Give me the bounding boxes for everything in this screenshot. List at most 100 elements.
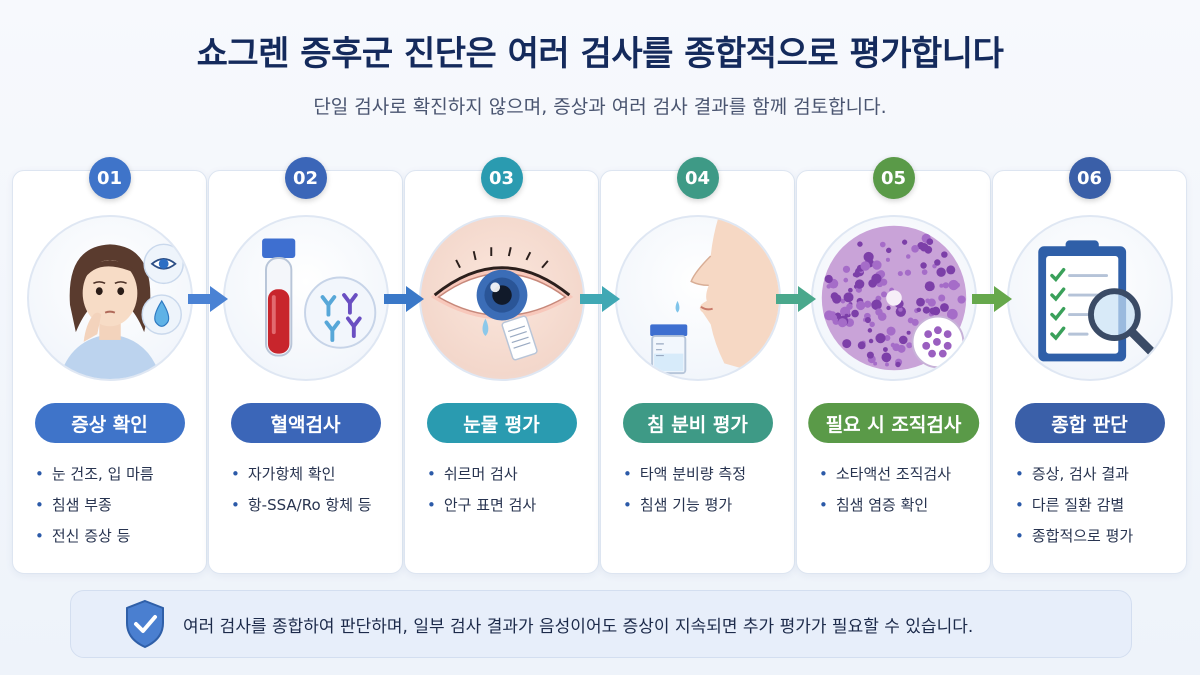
tissue-cell [855,300,865,311]
eye-tear-strip-icon [418,215,585,381]
woman-dry-eye-mouth-icon [26,215,193,381]
tissue-cell [905,342,912,349]
bullet-item: •눈 건조, 입 마름 [35,465,154,483]
bullet-item: •소타액선 조직검사 [819,465,952,483]
tissue-cell [904,269,911,276]
tissue-cell [924,298,930,304]
step-bullets-6: •증상, 검사 결과 •다른 질환 감별 •종합적으로 평가 [1015,459,1178,552]
tissue-cell [879,241,886,248]
tissue-cell [956,295,966,304]
tissue-cell [850,309,859,318]
page-subtitle: 단일 검사로 확진하지 않으며, 증상과 여러 검사 결과를 함께 검토합니다. [313,96,887,118]
bullet-item: •종합적으로 평가 [1015,527,1134,545]
step-label-4: 침 분비 평가 [622,403,773,443]
step-number-4: 04 [676,157,719,199]
step-bullets-4: •타액 분비량 측정 •침샘 기능 평가 [623,459,786,521]
tissue-cell [940,251,948,258]
tissue-cell [868,338,873,344]
tissue-cell [954,282,960,288]
tissue-cell [844,313,849,318]
bullet-item: •안구 표면 검사 [427,496,537,514]
arrow-right-icon [580,286,620,312]
tissue-cell [933,259,941,266]
step-label-2: 혈액검사 [230,403,381,443]
bullet-item: •타액 분비량 측정 [623,465,746,483]
arrow-right-icon [776,286,816,312]
tissue-cell [866,351,874,359]
tissue-cell [901,239,907,245]
step-label-5: 필요 시 조직검사 [807,403,980,443]
tissue-cell [830,292,838,301]
tissue-cell [919,242,928,252]
tissue-cell [885,247,891,254]
tissue-cell [847,287,853,293]
tissue-cell [825,284,831,289]
tissue-cell [945,265,955,275]
step-bullets-5: •소타액선 조직검사 •침샘 염증 확인 [819,459,982,521]
step-label-6: 종합 판단 [1014,403,1165,443]
step-card-3: 03 [404,157,599,574]
tissue-cell [880,291,887,298]
step-number-1: 01 [88,157,131,199]
tissue-cell [867,328,872,333]
step-bullets-1: •눈 건조, 입 마름 •침샘 부종 •전신 증상 등 [35,459,198,552]
tissue-cell [885,257,890,262]
step-card-1: 01 증상 확인 •눈 건조, 입 [12,157,207,574]
tissue-cell [863,300,871,308]
bullet-item: •침샘 기능 평가 [623,496,733,514]
step-number-2: 02 [284,157,327,199]
tissue-cell [882,347,888,352]
tissue-cell [946,308,958,320]
diagnosis-steps: 01 증상 확인 •눈 건조, 입 [12,157,1188,574]
tissue-cell [890,342,895,348]
tissue-cell [897,344,906,353]
tissue-cell [939,303,949,312]
tissue-cell [907,317,914,324]
tissue-cell [897,271,903,277]
tissue-cell [824,274,833,284]
tissue-cell [840,298,845,304]
tissue-cell [884,362,889,367]
tissue-cell [886,326,896,336]
tissue-cell [829,314,837,322]
tissue-biopsy-icon [810,215,977,381]
shield-check-icon [126,599,164,649]
tissue-cell [942,282,949,289]
tissue-cell [843,292,853,303]
tissue-cell [874,333,886,344]
tissue-cell [915,297,925,307]
page-title: 쇼그렌 증후군 진단은 여러 검사를 종합적으로 평가합니다 [196,34,1004,74]
bullet-item: •다른 질환 감별 [1015,496,1125,514]
tissue-cell [924,281,935,292]
step-number-5: 05 [872,157,915,199]
tissue-cell [868,321,875,328]
saliva-cup-face-icon [614,215,781,381]
tissue-cell [881,352,891,363]
tissue-cell [842,265,850,273]
tissue-cell [922,306,930,314]
tissue-cell [910,245,919,253]
arrow-right-icon [384,286,424,312]
tissue-cell [870,273,882,284]
step-label-3: 눈물 평가 [426,403,577,443]
bullet-item: •항-SSA/Ro 항체 등 [231,496,372,514]
tissue-cell [842,277,848,283]
step-bullets-3: •쉬르머 검사 •안구 표면 검사 [427,459,590,521]
bullet-item: •증상, 검사 결과 [1015,465,1129,483]
clipboard-magnifier-icon [1006,215,1173,381]
tissue-cell [935,267,946,277]
tissue-cell [877,312,886,321]
footer-note: 여러 검사를 종합하여 판단하며, 일부 검사 결과가 음성이어도 증상이 지속… [70,590,1132,658]
step-bullets-2: •자가항체 확인 •항-SSA/Ro 항체 등 [231,459,394,521]
tissue-cell [854,279,864,289]
tissue-cell [852,272,857,277]
tissue-cell [841,339,851,349]
step-label-1: 증상 확인 [34,403,185,443]
arrow-right-icon [188,286,228,312]
tissue-cell [925,238,933,246]
tissue-cell [857,341,866,350]
tissue-cell [921,269,927,275]
tissue-cell [937,294,945,302]
step-card-5: 05 필요 시 조직검사 •소타액선 조직검사 •침샘 염증 확인 [796,157,991,574]
tissue-cell [898,335,908,345]
